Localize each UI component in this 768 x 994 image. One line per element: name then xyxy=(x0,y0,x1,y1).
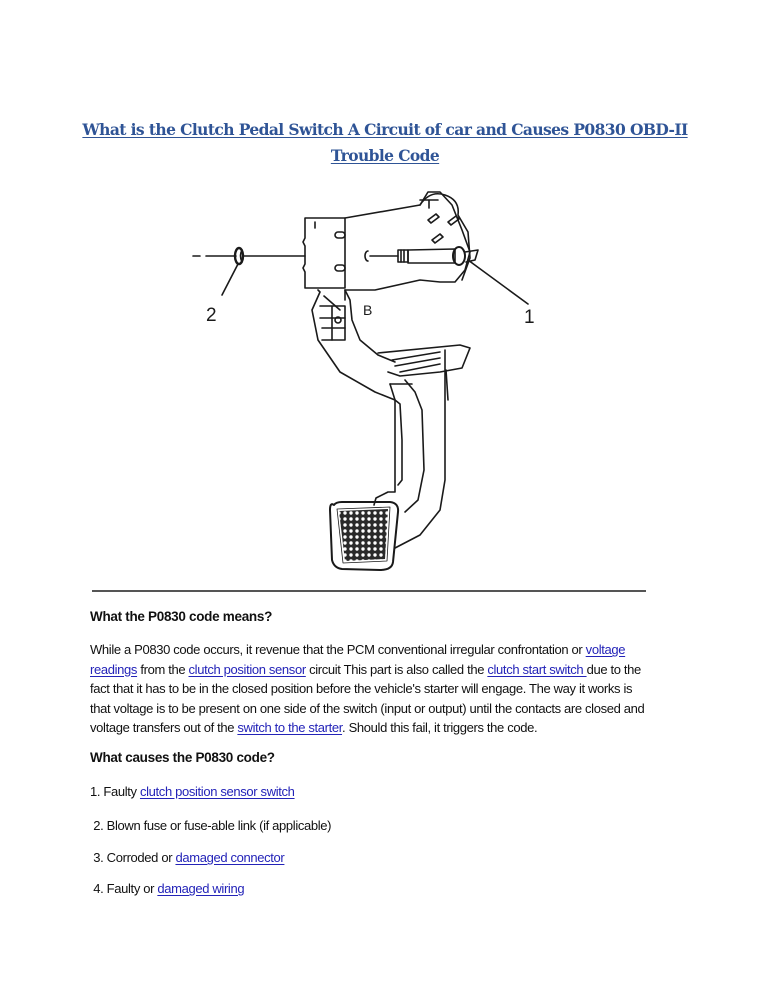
text-segment: that voltage is to be present on one sid… xyxy=(90,700,645,716)
cause-text: 1. Faulty xyxy=(90,784,140,799)
cause-item-1: 1. Faulty clutch position sensor switch xyxy=(90,784,295,799)
paragraph-line: fact that it has to be in the closed pos… xyxy=(90,679,690,699)
paragraph-line: While a P0830 code occurs, it revenue th… xyxy=(90,640,690,660)
link-damaged-connector[interactable]: damaged connector xyxy=(175,850,285,865)
cause-text: 3. Corroded or xyxy=(90,850,176,865)
cause-text: 2. Blown fuse or fuse-able link (if appl… xyxy=(90,818,332,833)
text-segment: . Should this fail, it triggers the code… xyxy=(342,720,538,735)
pedal-pad xyxy=(329,501,400,571)
link-clutch-start-switch[interactable]: clutch start switch xyxy=(487,661,587,677)
paragraph-line: that voltage is to be present on one sid… xyxy=(90,699,690,719)
link-voltage-readings-cont[interactable]: readings xyxy=(90,661,138,677)
callout-2: 2 xyxy=(206,305,217,326)
cause-text: 4. Faulty or xyxy=(90,881,158,896)
pedal-arm: B xyxy=(311,289,471,549)
section-divider xyxy=(92,590,646,592)
text-segment: voltage transfers out of the xyxy=(90,720,238,735)
cause-item-2: 2. Blown fuse or fuse-able link (if appl… xyxy=(90,818,331,833)
link-switch-to-starter[interactable]: switch to the starter xyxy=(237,720,343,735)
text-segment: due to the xyxy=(586,661,642,677)
link-clutch-position-sensor-switch[interactable]: clutch position sensor switch xyxy=(139,784,295,799)
bracket-letter: B xyxy=(363,302,372,318)
switch-body xyxy=(302,217,346,289)
text-segment: While a P0830 code occurs, it revenue th… xyxy=(90,642,586,657)
heading-code-meaning: What the P0830 code means? xyxy=(90,609,273,624)
text-segment: fact that it has to be in the closed pos… xyxy=(90,681,633,696)
cause-item-4: 4. Faulty or damaged wiring xyxy=(90,881,244,896)
paragraph-code-meaning: While a P0830 code occurs, it revenue th… xyxy=(90,640,690,738)
cause-item-3: 3. Corroded or damaged connector xyxy=(90,850,285,865)
text-segment: from the xyxy=(137,661,189,677)
link-clutch-position-sensor[interactable]: clutch position sensor xyxy=(188,661,307,677)
document-title: What is the Clutch Pedal Switch A Circui… xyxy=(80,117,690,169)
retaining-clip-icon xyxy=(221,246,245,296)
clutch-pedal-diagram: 2 1 xyxy=(192,191,535,571)
title-line-1: What is the Clutch Pedal Switch A Circui… xyxy=(82,120,688,139)
paragraph-line: voltage transfers out of the switch to t… xyxy=(90,718,690,738)
title-line-2: Trouble Code xyxy=(330,146,440,165)
pedal-bracket xyxy=(344,191,529,305)
heading-causes: What causes the P0830 code? xyxy=(90,750,275,765)
link-damaged-wiring[interactable]: damaged wiring xyxy=(157,881,245,896)
callout-1: 1 xyxy=(524,307,535,328)
text-segment: circuit This part is also called the xyxy=(305,661,488,677)
paragraph-line: readings from the clutch position sensor… xyxy=(90,660,690,680)
link-voltage-readings[interactable]: voltage xyxy=(585,642,626,657)
